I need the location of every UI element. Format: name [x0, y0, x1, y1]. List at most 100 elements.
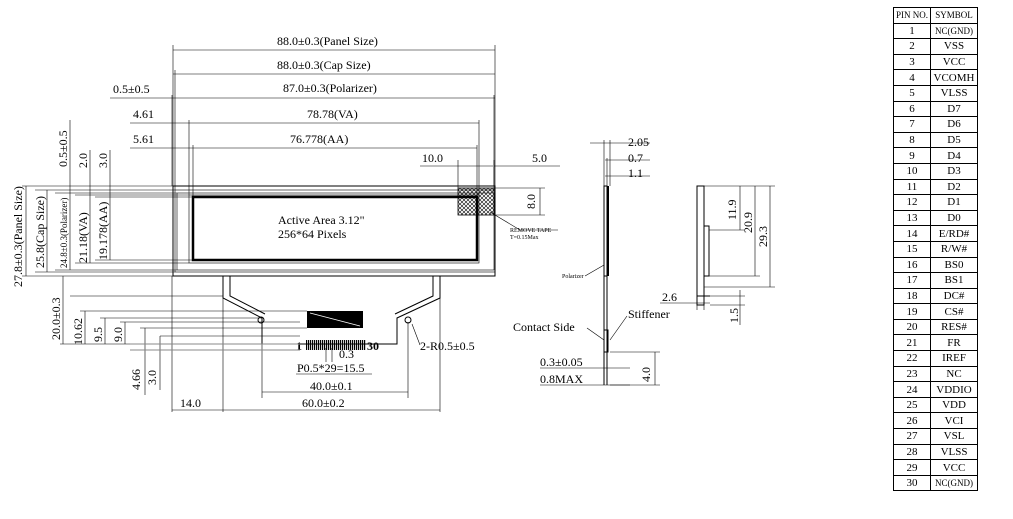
fpc-pin	[354, 340, 356, 350]
fpc-pins	[306, 340, 366, 350]
dim-fpc-left-gap: 14.0	[180, 396, 201, 410]
side-view: 2.05 0.7 1.1 Polarizer Contact Side Stif…	[513, 135, 670, 386]
front-view: Active Area 3.12" 256*64 Pixels 88.0±0.3…	[11, 34, 560, 412]
pin-symbol: VDD	[930, 396, 979, 414]
fpc-pin	[350, 340, 352, 350]
side-glass	[603, 185, 608, 277]
side-stiffener	[603, 329, 609, 353]
fpc-pin	[308, 340, 310, 350]
pin-symbol: RES#	[930, 318, 979, 336]
pin-number: 10	[892, 162, 932, 180]
dim-va-width: 78.78(VA)	[307, 107, 358, 121]
pin-number: 23	[892, 365, 932, 383]
pin-number: 12	[892, 194, 932, 211]
fpc-pin	[342, 340, 344, 350]
dim-panel-height: 27.8±0.3(Panel Size)	[11, 186, 25, 287]
pin-symbol: VSL	[930, 428, 979, 445]
fpc-pin	[364, 340, 366, 350]
top-dimensions: 88.0±0.3(Panel Size) 88.0±0.3(Cap Size) …	[110, 34, 560, 241]
side-polarizer	[607, 186, 609, 276]
pin-number: 30	[892, 474, 932, 492]
pin-number: 25	[892, 396, 932, 414]
dim-aa-offset: 5.61	[133, 132, 154, 146]
pin-symbol: VCC	[930, 459, 979, 476]
pin-number: 29	[892, 459, 932, 476]
active-area-label: Active Area 3.12"	[278, 213, 365, 227]
fpc-pin	[320, 340, 322, 350]
fpc-pin	[314, 340, 316, 350]
dim-tape-height: 8.0	[524, 194, 538, 209]
fpc-pin	[348, 340, 350, 350]
polarizer-outline	[176, 192, 495, 271]
pin-number: 5	[892, 84, 932, 102]
pin-number: 22	[892, 350, 932, 367]
dim-cap-size: 88.0±0.3(Cap Size)	[277, 58, 371, 72]
pixels-label: 256*64 Pixels	[278, 227, 347, 241]
pin-number: 24	[892, 381, 932, 398]
remove-tape	[457, 187, 495, 216]
fpc-pin	[358, 340, 360, 350]
mechanical-drawing: Active Area 3.12" 256*64 Pixels 88.0±0.3…	[11, 34, 775, 412]
fpc-pin	[360, 340, 362, 350]
right-pcb	[703, 225, 710, 277]
dim-side-d2: 0.7	[628, 151, 643, 165]
dim-fpc-h3: 9.0	[111, 327, 125, 342]
fpc-pin	[344, 340, 346, 350]
pin-table-header: PIN NO. SYMBOL	[892, 7, 979, 24]
dim-va-height: 21.18(VA)	[76, 212, 90, 263]
pin-symbol: VCOMH	[930, 69, 979, 86]
dim-va-offset: 4.61	[133, 107, 154, 121]
fpc-pin	[340, 340, 342, 350]
remove-tape-thickness: T=0.15Max	[510, 235, 539, 241]
pin-number: 9	[892, 147, 932, 164]
contact-side-label: Contact Side	[513, 320, 575, 334]
right-panel	[696, 185, 705, 306]
fpc-pin	[362, 340, 364, 350]
pin-number: 11	[892, 178, 932, 196]
pin-symbol: D1	[930, 194, 979, 211]
pin-number: 15	[892, 240, 932, 258]
fpc-pin-first: 1	[296, 339, 302, 353]
fpc-pin	[328, 340, 330, 350]
pin-symbol: BS0	[930, 256, 979, 274]
fpc-pin	[352, 340, 354, 350]
pin-number: 28	[892, 443, 932, 461]
dim-aa-height: 19.178(AA)	[96, 202, 110, 260]
dim-side-d1: 2.05	[628, 135, 649, 149]
pin-symbol: IREF	[930, 350, 979, 367]
pin-number: 19	[892, 303, 932, 320]
fpc-outline	[222, 276, 441, 345]
dim-fpc-height: 20.0±0.3	[49, 297, 63, 340]
dim-fpc-outer-width: 60.0±0.2	[302, 396, 345, 410]
pin-symbol: DC#	[930, 287, 979, 305]
pin-no-header: PIN NO.	[892, 7, 932, 24]
dim-max-thickness: 0.8MAX	[540, 372, 583, 386]
pin-symbol: NC(GND)	[930, 474, 979, 492]
dim-top-offset-2: 2.0	[76, 153, 90, 168]
pin-number: 8	[892, 131, 932, 149]
dim-panel-size: 88.0±0.3(Panel Size)	[277, 34, 378, 48]
dim-pitch: P0.5*29=15.5	[297, 361, 364, 375]
fpc-pin	[346, 340, 348, 350]
dim-fpc-h5: 3.0	[145, 370, 159, 385]
fpc-pin	[330, 340, 332, 350]
pin-number: 26	[892, 412, 932, 430]
